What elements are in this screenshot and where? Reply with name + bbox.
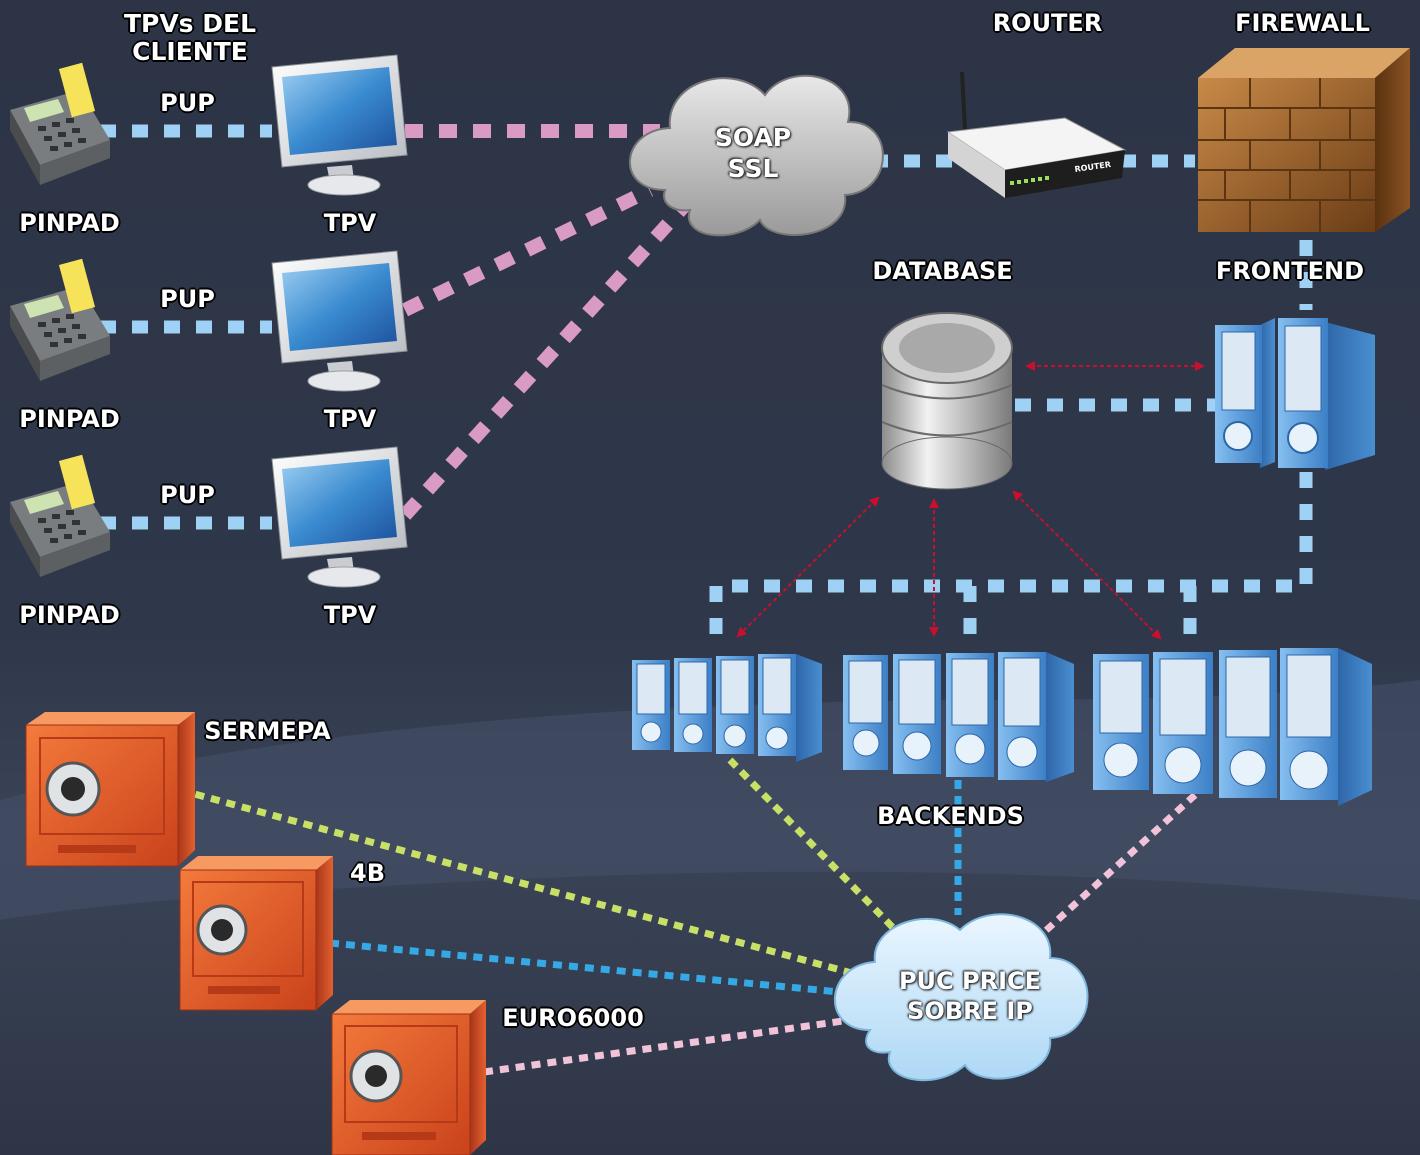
link-backend1-puc [727, 757, 908, 943]
pinpad-icon [10, 258, 110, 381]
backend-server-group-1 [632, 654, 822, 762]
database-label: DATABASE [872, 257, 1013, 285]
link-sermepa-puc [179, 786, 871, 982]
monitor-icon [271, 54, 408, 196]
link-tpv2-soap [401, 183, 654, 317]
safe-icon [25, 712, 195, 867]
pup-label: PUP [160, 89, 215, 117]
pinpad-label: PINPAD [19, 601, 120, 629]
link-euro6000-puc [483, 1016, 851, 1076]
backend-server-group-2 [843, 652, 1074, 782]
provider-label-sermepa: SERMEPA [204, 717, 331, 745]
arrow-database-backend-1 [736, 496, 880, 638]
backends-label: BACKENDS [877, 802, 1024, 830]
pinpad-icon [10, 62, 110, 185]
tpv-label: TPV [323, 209, 377, 237]
pinpad-label: PINPAD [19, 209, 120, 237]
monitor-icon [271, 446, 408, 588]
frontend-server-icon [1215, 318, 1375, 470]
pup-label: PUP [160, 285, 215, 313]
arrow-database-backend-3 [1012, 490, 1162, 640]
tpv-label: TPV [323, 601, 377, 629]
client-tpvs-title: TPVs DEL CLIENTE [123, 9, 257, 66]
puc-cloud-icon [833, 913, 1089, 1082]
soap-cloud-icon [628, 74, 884, 237]
pinpad-label: PINPAD [19, 405, 120, 433]
router-icon: ROUTER [946, 71, 1127, 198]
soap-cloud-label: SOAP SSL [714, 123, 792, 184]
pup-label: PUP [160, 481, 215, 509]
link-frontend-backends [709, 472, 1313, 640]
link-4b-puc [329, 939, 851, 997]
backend-server-group-3 [1093, 648, 1372, 806]
pinpad-icon [10, 454, 110, 577]
database-icon [881, 312, 1013, 490]
router-label: ROUTER [992, 9, 1103, 37]
link-backend3-puc [1027, 792, 1198, 948]
provider-label-euro6000: EURO6000 [502, 1004, 644, 1032]
links [100, 124, 1313, 1076]
frontend-label: FRONTEND [1215, 257, 1365, 285]
firewall-icon [1198, 48, 1410, 232]
provider-label-4b: 4B [350, 859, 385, 887]
safe-icon [179, 856, 333, 1011]
puc-cloud-label: PUC PRICE SOBRE IP [898, 967, 1042, 1025]
link-tpv3-soap [399, 200, 691, 520]
firewall-label: FIREWALL [1235, 9, 1370, 37]
monitor-icon [271, 250, 408, 392]
safe-icon [331, 1000, 486, 1155]
tpv-label: TPV [323, 405, 377, 433]
